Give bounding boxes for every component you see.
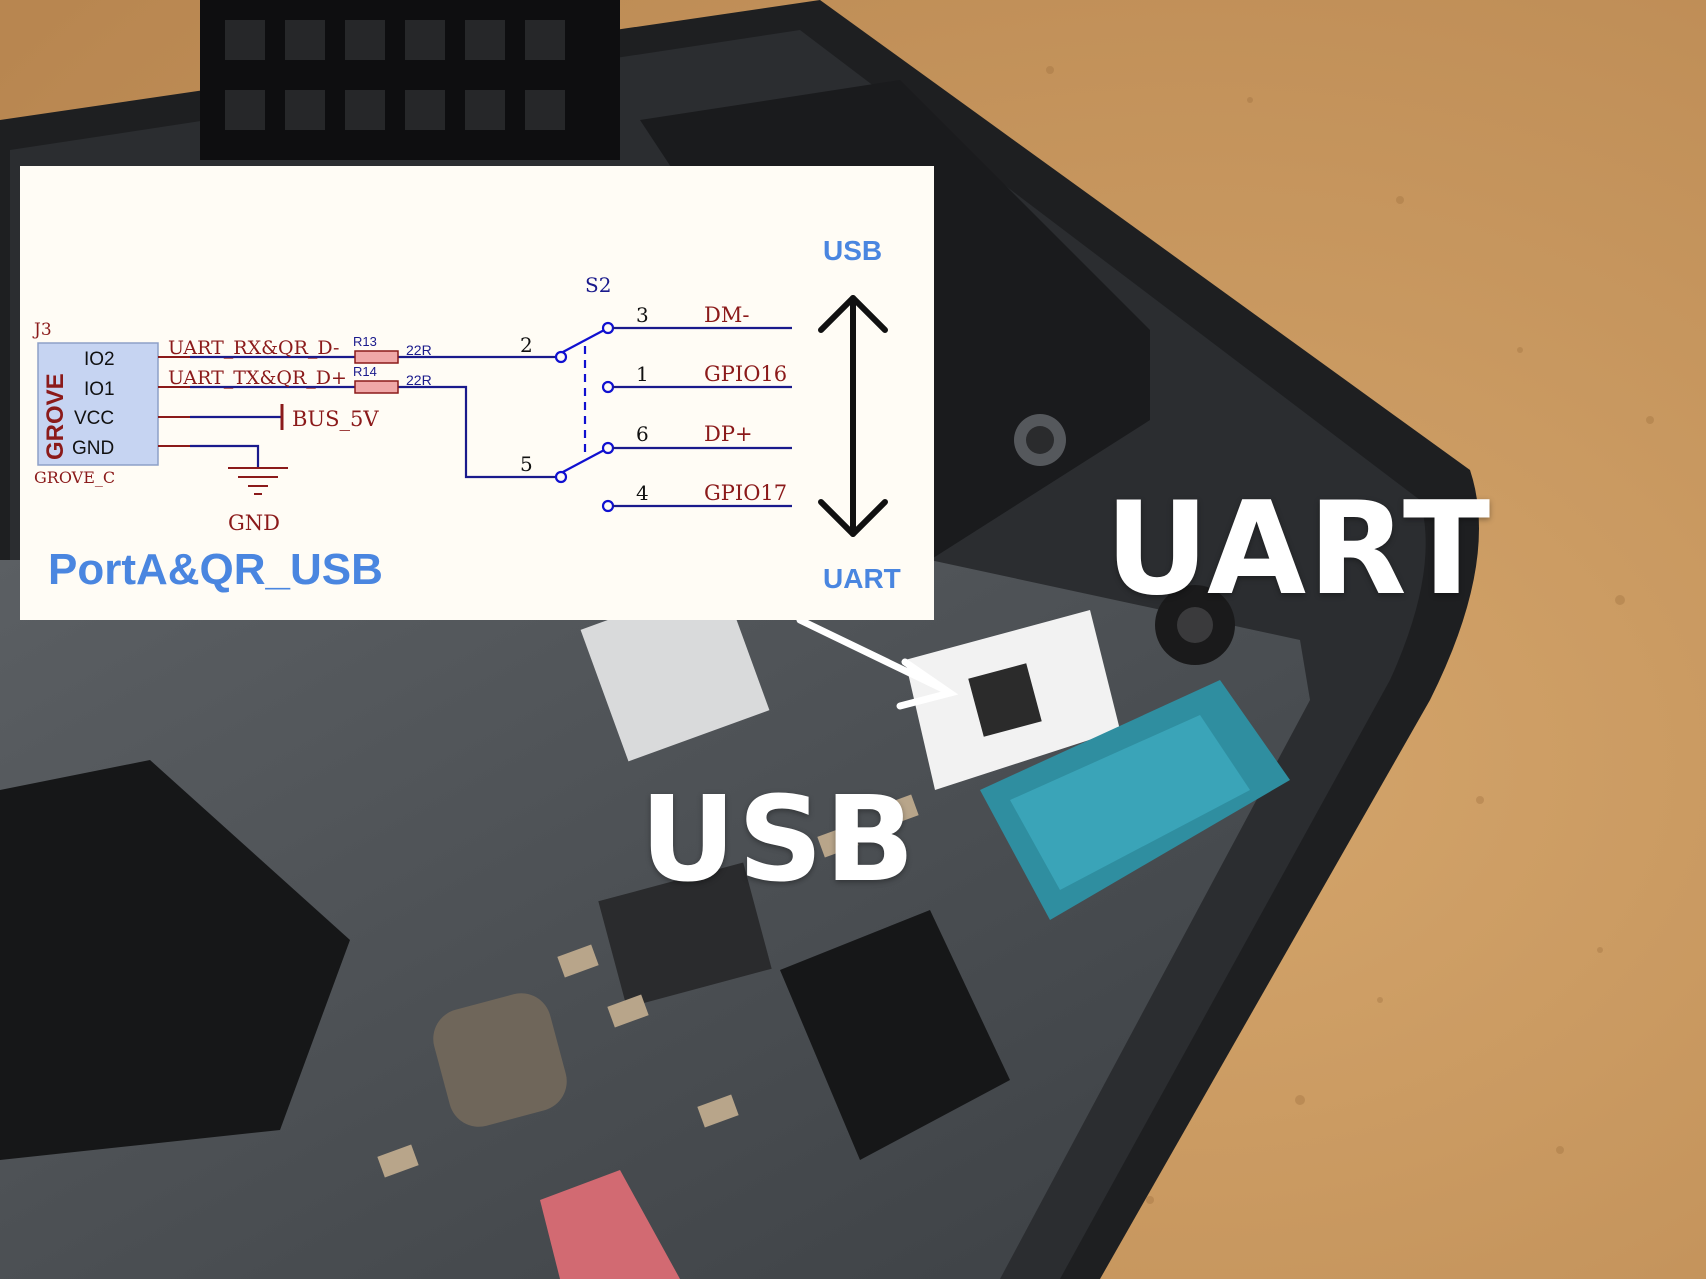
usb-overlay-label: USB xyxy=(640,770,917,908)
resistor-r14-value: 22R xyxy=(406,372,432,388)
net-label-gpio16: GPIO16 xyxy=(704,362,787,386)
double-arrow-icon xyxy=(818,295,888,537)
resistor-r14-ref: R14 xyxy=(353,364,377,379)
connector-footprint: GROVE_C xyxy=(34,468,115,487)
schematic-title: PortA&QR_USB xyxy=(48,545,383,594)
switch-pin-3: 3 xyxy=(636,303,649,327)
grove-connector-body xyxy=(37,342,159,466)
net-label-bus-5v: BUS_5V xyxy=(292,407,379,431)
switch-pin-5: 5 xyxy=(520,452,533,476)
net-label-dp: DP+ xyxy=(704,422,753,446)
resistor-r13 xyxy=(354,350,399,364)
schematic-drawing: J3 GROVE IO2 IO1 VCC GND GROVE_C UART_RX… xyxy=(32,235,901,594)
switch-output-wires xyxy=(613,326,792,508)
switch-pin-4: 4 xyxy=(636,481,649,505)
switch-pin-6: 6 xyxy=(636,422,649,446)
switch-s2 xyxy=(554,321,615,513)
schematic-wires xyxy=(190,355,556,479)
net-label-gnd: GND xyxy=(228,511,280,535)
connector-name: GROVE xyxy=(42,373,69,460)
net-label-tx: UART_TX&QR_D+ xyxy=(168,367,347,389)
connector-ref: J3 xyxy=(32,320,52,340)
net-label-rx: UART_RX&QR_D- xyxy=(168,337,339,359)
schematic-panel: J3 GROVE IO2 IO1 VCC GND GROVE_C UART_RX… xyxy=(20,166,934,620)
pin-gnd: GND xyxy=(72,438,114,459)
net-label-dm: DM- xyxy=(704,303,749,327)
uart-overlay-label: UART xyxy=(1105,475,1493,624)
direction-bottom-label: UART xyxy=(823,563,901,594)
resistor-r13-ref: R13 xyxy=(353,334,377,349)
pin-io1: IO1 xyxy=(84,379,115,400)
net-label-gpio17: GPIO17 xyxy=(704,481,787,505)
ground-symbol xyxy=(228,467,288,495)
switch-ref: S2 xyxy=(585,273,611,297)
resistor-r13-value: 22R xyxy=(406,342,432,358)
pin-io2: IO2 xyxy=(84,349,115,370)
direction-top-label: USB xyxy=(823,235,882,266)
pin-vcc: VCC xyxy=(74,408,114,429)
switch-pin-1: 1 xyxy=(636,362,649,386)
resistor-r14 xyxy=(354,380,399,394)
switch-pin-2: 2 xyxy=(520,333,533,357)
